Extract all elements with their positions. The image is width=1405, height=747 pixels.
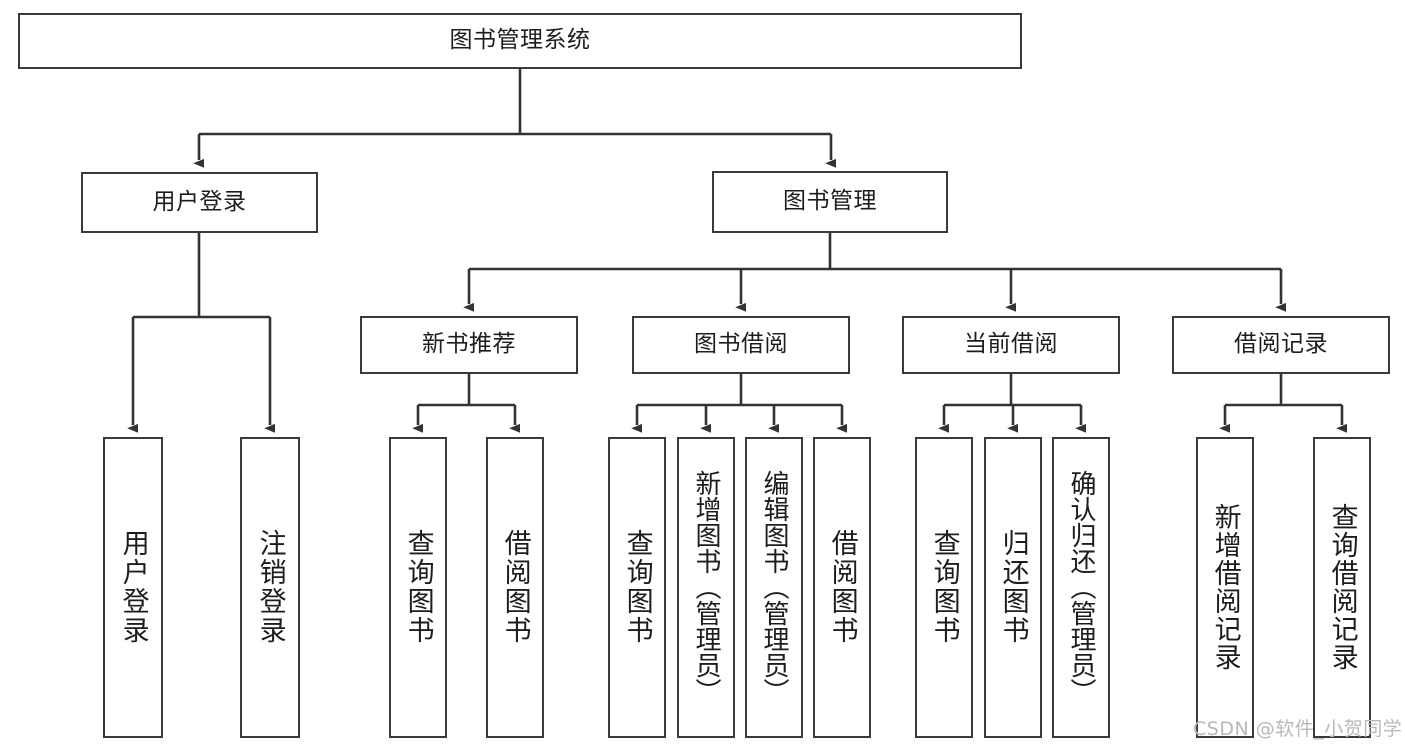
node-root[interactable]: 图书管理系统	[18, 13, 1022, 69]
node-leaf-edit-book-label: 编辑图书（管理员）	[759, 470, 790, 704]
node-leaf-query-record-label: 查询借阅记录	[1326, 503, 1358, 671]
node-book-borrow-label: 图书借阅	[694, 331, 788, 358]
node-leaf-query-book-2-label: 查询图书	[621, 529, 653, 645]
watermark: CSDN @软件_小贺同学	[1193, 718, 1403, 740]
node-leaf-user-logout[interactable]: 注销登录	[240, 437, 300, 738]
node-leaf-borrow-book-2-label: 借阅图书	[826, 529, 858, 645]
node-new-book-recommend-label: 新书推荐	[422, 331, 516, 358]
node-leaf-edit-book[interactable]: 编辑图书（管理员）	[745, 437, 803, 738]
node-borrow-record-label: 借阅记录	[1234, 331, 1328, 358]
node-leaf-user-login-label: 用户登录	[117, 529, 149, 645]
node-leaf-add-book-label: 新增图书（管理员）	[691, 470, 722, 704]
node-leaf-confirm-return[interactable]: 确认归还（管理员）	[1052, 437, 1110, 738]
node-leaf-query-record[interactable]: 查询借阅记录	[1313, 437, 1371, 738]
node-leaf-add-record[interactable]: 新增借阅记录	[1196, 437, 1254, 738]
node-leaf-user-login[interactable]: 用户登录	[103, 437, 163, 738]
node-leaf-return-book-label: 归还图书	[997, 529, 1029, 645]
node-leaf-query-book-3[interactable]: 查询图书	[915, 437, 973, 738]
node-leaf-query-book-2[interactable]: 查询图书	[608, 437, 666, 738]
node-new-book-recommend[interactable]: 新书推荐	[360, 316, 578, 374]
node-user-login-label: 用户登录	[152, 188, 247, 215]
node-leaf-query-book-1[interactable]: 查询图书	[389, 437, 447, 738]
node-leaf-borrow-book-2[interactable]: 借阅图书	[813, 437, 871, 738]
node-leaf-return-book[interactable]: 归还图书	[984, 437, 1042, 738]
node-leaf-add-record-label: 新增借阅记录	[1209, 503, 1241, 671]
node-book-manage[interactable]: 图书管理	[712, 171, 948, 233]
node-leaf-query-book-3-label: 查询图书	[928, 529, 960, 645]
node-leaf-user-logout-label: 注销登录	[254, 529, 286, 645]
node-leaf-query-book-1-label: 查询图书	[402, 529, 434, 645]
node-current-borrow[interactable]: 当前借阅	[902, 316, 1120, 374]
node-leaf-borrow-book-1-label: 借阅图书	[499, 529, 531, 645]
node-book-manage-label: 图书管理	[783, 188, 877, 215]
node-leaf-add-book[interactable]: 新增图书（管理员）	[677, 437, 735, 738]
node-leaf-confirm-return-label: 确认归还（管理员）	[1066, 470, 1097, 704]
node-leaf-borrow-book-1[interactable]: 借阅图书	[486, 437, 544, 738]
node-root-label: 图书管理系统	[449, 27, 591, 54]
node-user-login[interactable]: 用户登录	[81, 172, 318, 233]
node-book-borrow[interactable]: 图书借阅	[632, 316, 850, 374]
node-borrow-record[interactable]: 借阅记录	[1172, 316, 1390, 374]
node-current-borrow-label: 当前借阅	[964, 331, 1058, 358]
